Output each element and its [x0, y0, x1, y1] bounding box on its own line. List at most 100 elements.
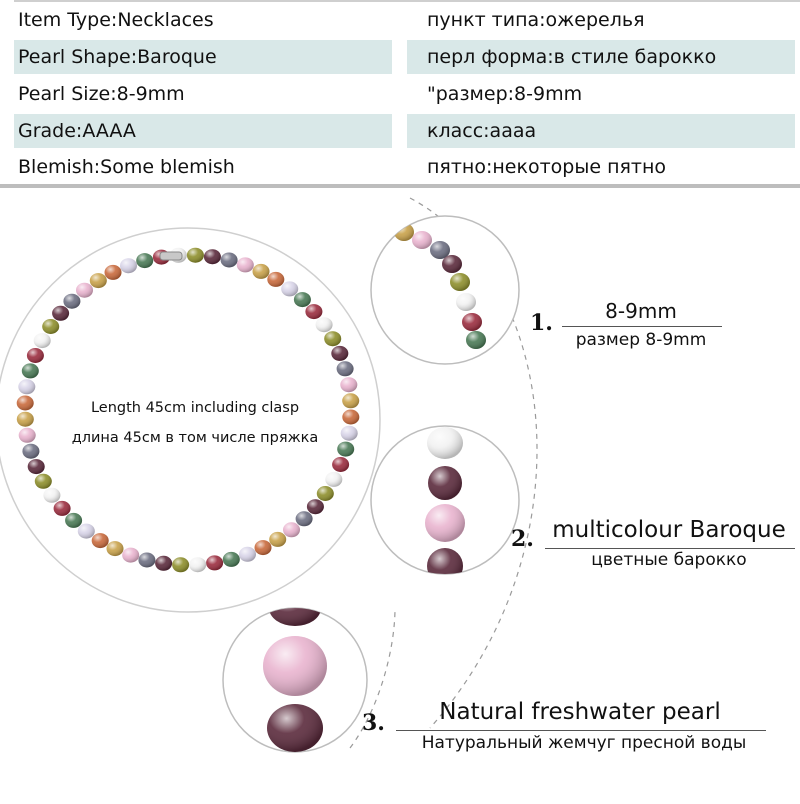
necklace-pearl-highlight — [239, 546, 256, 562]
necklace-pearl-highlight — [65, 512, 83, 528]
necklace-pearl-highlight — [21, 363, 39, 379]
necklace-pearl-highlight — [222, 551, 240, 567]
spec-pearl-size-ru: "размер:8-9mm — [427, 83, 583, 105]
zoom-1-pearl-highlight — [412, 231, 432, 249]
callout-3-rule — [396, 730, 766, 731]
spec-pearl-shape-en: Pearl Shape:Baroque — [14, 40, 392, 74]
necklace-pearl-highlight — [342, 393, 360, 409]
necklace-pearl-highlight — [76, 282, 93, 298]
necklace-pearl-highlight — [336, 361, 354, 377]
necklace-pearl-highlight — [220, 252, 238, 268]
necklace-pearl-highlight — [306, 499, 324, 515]
necklace-pearl-highlight — [53, 500, 71, 516]
necklace-pearl-highlight — [315, 317, 333, 333]
zoom-2-pearl-highlight — [427, 427, 463, 459]
zoom-2-pearl-highlight — [425, 504, 465, 542]
spec-pearl-shape-ru: перл форма:в стиле барокко — [407, 40, 795, 74]
callout-1-rule — [562, 326, 722, 327]
necklace-pearl-highlight — [122, 547, 140, 563]
necklace-pearl-highlight — [104, 264, 122, 280]
necklace-pearl-highlight — [269, 531, 287, 547]
callout-3-number: 3. — [362, 710, 385, 736]
necklace-pearl-highlight — [342, 409, 360, 425]
zoom-1-pearl-highlight — [462, 313, 482, 331]
zoom-2-pearl-highlight — [428, 466, 462, 500]
necklace-pearl-highlight — [34, 473, 52, 489]
necklace-pearl-highlight — [77, 523, 95, 539]
callout-2-title: multicolour Baroque — [552, 517, 786, 543]
necklace-pearl-highlight — [332, 457, 350, 472]
spec-blemish-en: Blemish:Some blemish — [18, 156, 235, 178]
necklace-pearl-highlight — [27, 459, 45, 475]
table-bottom-rule — [0, 184, 800, 188]
necklace-pearl-highlight — [340, 377, 358, 393]
necklace-pearl-highlight — [136, 253, 154, 269]
zoom-1-pearl-highlight — [430, 241, 450, 259]
necklace-pearl-highlight — [186, 247, 204, 263]
zoom-1-pearl-highlight — [456, 293, 476, 311]
guide-arc-inner — [349, 607, 396, 749]
necklace-pearl-highlight — [16, 411, 34, 427]
necklace-pearl-highlight — [63, 293, 81, 309]
zoom-3-pearl-highlight — [269, 608, 321, 626]
necklace-pearl-highlight — [26, 348, 44, 363]
necklace-pearl-highlight — [89, 273, 107, 289]
table-top-rule — [14, 0, 800, 2]
spec-table: Item Type:Necklaces пункт типа:ожерелья … — [0, 0, 800, 188]
necklace-pearl-highlight — [52, 305, 70, 321]
spec-grade-en: Grade:AAAA — [14, 114, 392, 148]
necklace-pearl-highlight — [337, 441, 355, 457]
zoom-2-pearls — [425, 427, 465, 574]
necklace-pearl-highlight — [203, 249, 221, 265]
necklace-pearl-highlight — [22, 443, 40, 459]
callout-1-title: 8-9mm — [605, 299, 677, 323]
necklace-pearl-highlight — [120, 258, 137, 274]
necklace-pearl-highlight — [106, 541, 124, 557]
callout-1-number: 1. — [530, 310, 553, 336]
necklace-pearl-highlight — [331, 345, 349, 361]
necklace-pearl-highlight — [16, 395, 34, 411]
zoom-1-pearl-highlight — [442, 255, 462, 273]
necklace-pearl-highlight — [189, 557, 207, 573]
necklace-pearl-highlight — [206, 555, 224, 571]
necklace-length-ru: длина 45см в том числе пряжка — [71, 430, 319, 446]
necklace-pearl-highlight — [43, 487, 61, 503]
necklace-pearl-highlight — [91, 533, 109, 549]
spec-item-type-en: Item Type:Necklaces — [18, 9, 214, 31]
zoom-2-pearl-highlight — [427, 548, 463, 574]
necklace-illustration — [0, 197, 538, 753]
zoom-3-pearl-highlight — [267, 704, 323, 752]
spec-item-type-ru: пункт типа:ожерелья — [427, 9, 645, 31]
necklace-pearl-highlight — [340, 425, 358, 441]
necklace-pearl-highlight — [138, 552, 156, 568]
necklace-pearl-highlight — [18, 379, 36, 395]
product-scene: Length 45cm including clasp длина 45см в… — [0, 188, 800, 800]
zoom-1-pearl-highlight — [466, 331, 486, 349]
necklace-pearl-highlight — [325, 471, 343, 487]
necklace-pearl-highlight — [33, 333, 51, 349]
necklace-frame-circle — [0, 227, 381, 613]
spec-blemish-ru: пятно:некоторые пятно — [427, 156, 667, 178]
spec-grade-ru: класс:аааа — [407, 114, 795, 148]
spec-pearl-size-en: Pearl Size:8-9mm — [18, 83, 185, 105]
necklace-pearl-highlight — [293, 292, 311, 308]
zoom-3-pearls — [263, 608, 327, 752]
necklace-length-en: Length 45cm including clasp — [90, 400, 300, 416]
necklace-pearl-highlight — [172, 557, 190, 573]
necklace-pearl-highlight — [267, 271, 285, 287]
zoom-1-pearls — [394, 223, 486, 349]
necklace-pearl-highlight — [42, 319, 60, 334]
necklace-pearl-highlight — [155, 555, 173, 571]
necklace-pearl-highlight — [283, 522, 300, 538]
zoom-1-pearl-highlight — [450, 273, 470, 291]
necklace-pearl-highlight — [18, 427, 36, 443]
callout-1-subtitle: размер 8-9mm — [575, 330, 707, 350]
necklace-pearl-highlight — [324, 331, 342, 347]
necklace-pearl-highlight — [305, 304, 323, 320]
zoom-1-pearl-highlight — [394, 223, 414, 241]
necklace-pearls — [16, 247, 360, 573]
necklace-pearl-highlight — [236, 257, 254, 273]
callout-2-number: 2. — [511, 526, 534, 552]
necklace-pearl-highlight — [281, 281, 299, 297]
clasp-icon — [159, 251, 183, 261]
